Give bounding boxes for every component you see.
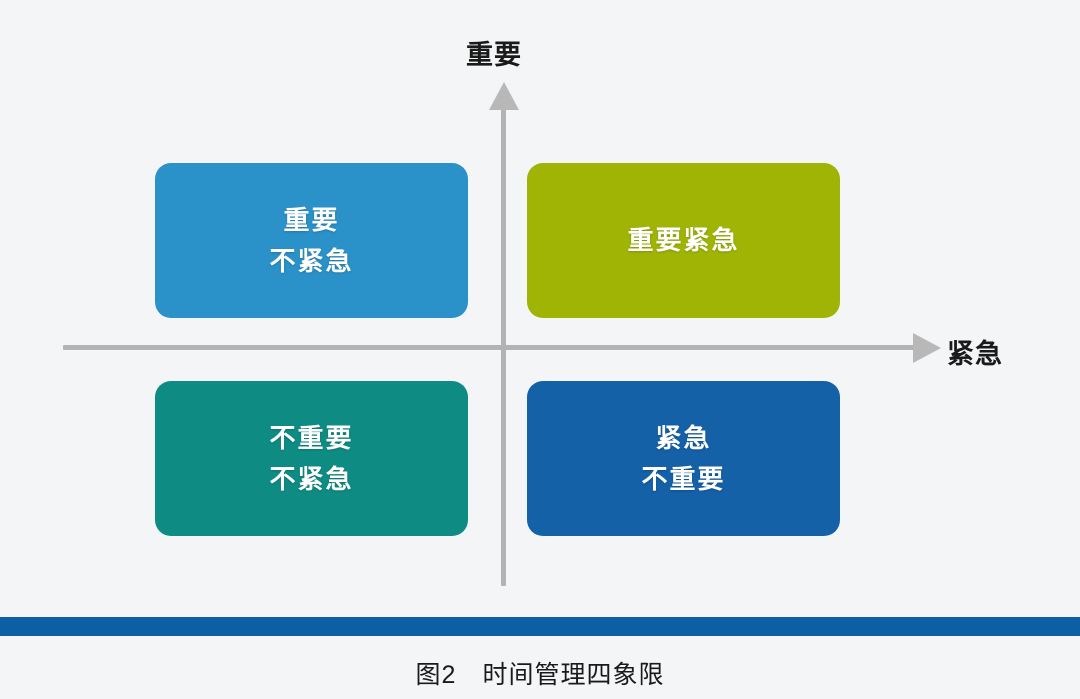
quadrant-label-line: 重要 [283,205,340,236]
quadrant-label-line: 不重要 [641,463,726,494]
quadrant-label-line: 重要紧急 [627,225,740,256]
quadrant-label-line: 不紧急 [269,463,354,494]
quadrant-label-line: 不紧急 [269,245,354,276]
horizontal-axis-label: 紧急 [947,339,1003,369]
quadrant-important-urgent[interactable]: 重要紧急 [527,163,840,318]
vertical-axis-label: 重要 [466,40,522,70]
horizontal-axis-line [63,345,925,350]
quadrant-important-not-urgent[interactable]: 重要 不紧急 [155,163,468,318]
quadrant-label-line: 不重要 [269,423,354,454]
quadrant-label-group: 紧急 不重要 [641,418,725,499]
quadrant-label-group: 不重要 不紧急 [269,418,353,499]
quadrant-label-group: 重要紧急 [627,220,739,260]
quadrant-not-important-not-urgent[interactable]: 不重要 不紧急 [155,381,468,536]
horizontal-axis-arrow-icon [913,333,941,363]
vertical-axis-arrow-icon [489,82,519,110]
figure-caption: 图2 时间管理四象限 [415,661,665,689]
vertical-axis-line [501,104,506,586]
quadrant-urgent-not-important[interactable]: 紧急 不重要 [527,381,840,536]
quadrant-label-line: 紧急 [655,423,712,454]
bottom-rule-divider [0,617,1080,636]
quadrant-label-group: 重要 不紧急 [269,200,353,281]
quadrant-canvas: 重要 紧急 重要 不紧急 重要紧急 不重要 不紧急 紧急 不重要 [0,0,1080,610]
